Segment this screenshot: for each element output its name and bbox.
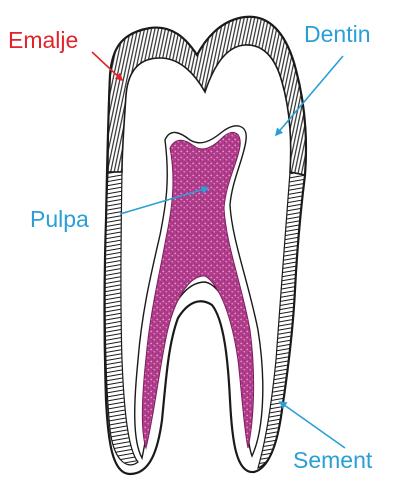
emalje-label: Emalje (8, 27, 78, 53)
dentin-label: Dentin (304, 21, 370, 47)
pulpa-label: Pulpa (30, 206, 89, 232)
sement-pointer (280, 402, 345, 448)
sement-label: Sement (293, 447, 372, 473)
